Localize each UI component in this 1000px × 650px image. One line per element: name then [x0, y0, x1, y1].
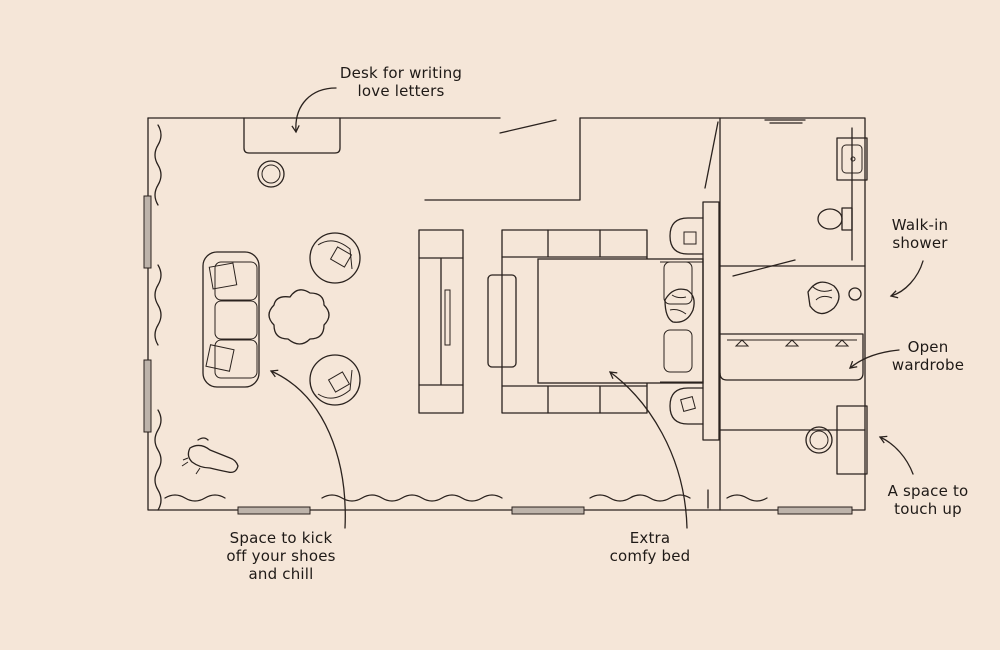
interior-walls [424, 117, 866, 431]
curtains [154, 124, 768, 511]
outer-walls [147, 117, 866, 511]
bed [487, 229, 704, 414]
vanity [805, 405, 868, 475]
desk [243, 117, 341, 188]
bathroom-fixtures [807, 137, 868, 315]
dog [181, 437, 239, 475]
tv-console [418, 229, 464, 414]
rug [268, 289, 330, 345]
sofa [202, 251, 260, 388]
windows [143, 195, 853, 515]
headboard-and-nightstands [669, 201, 720, 441]
wardrobe [719, 333, 864, 381]
armchairs [309, 232, 361, 406]
annotation-arrows [269, 87, 924, 529]
